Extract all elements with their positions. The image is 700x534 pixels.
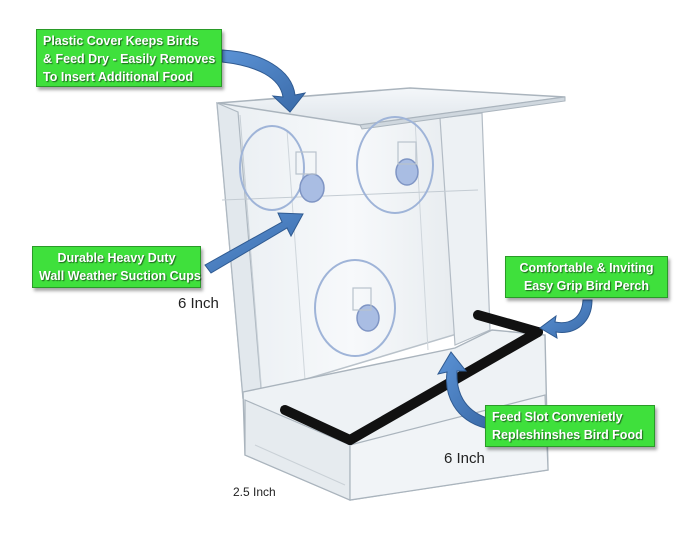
cover-callout-line-2: & Feed Dry - Easily Removes [43,52,216,66]
suction-arrow-icon [204,212,304,274]
height-dimension-label: 6 Inch [178,295,219,312]
cover-callout: Plastic Cover Keeps Birds & Feed Dry - E… [36,29,222,87]
suction-cup-lower [314,259,396,357]
slot-callout: Feed Slot Convenietly Repleshinshes Bird… [485,405,655,447]
width-dimension-label: 6 Inch [444,450,485,467]
slot-callout-line-1: Feed Slot Convenietly [492,410,623,424]
slot-arrow-icon [436,351,488,429]
suction-callout-line-2: Wall Weather Suction Cups [39,269,201,283]
suction-callout: Durable Heavy Duty Wall Weather Suction … [32,246,201,288]
suction-cup-upper-right [356,116,434,214]
cover-arrow-icon [221,49,307,113]
cover-callout-line-3: To Insert Additional Food [43,70,193,84]
perch-callout-line-2: Easy Grip Bird Perch [523,279,650,293]
slot-callout-line-2: Repleshinshes Bird Food [492,428,643,442]
cover-callout-line-1: Plastic Cover Keeps Birds [43,34,199,48]
bird-perch [280,310,543,445]
perch-callout-line-1: Comfortable & Inviting [519,261,654,275]
suction-cup-upper-left [239,125,325,211]
perch-callout: Comfortable & Inviting Easy Grip Bird Pe… [505,256,668,298]
plastic-cover [217,87,566,130]
perch-arrow-icon [539,299,593,339]
depth-dimension-label: 2.5 Inch [233,485,276,499]
suction-callout-line-1: Durable Heavy Duty [57,251,176,265]
